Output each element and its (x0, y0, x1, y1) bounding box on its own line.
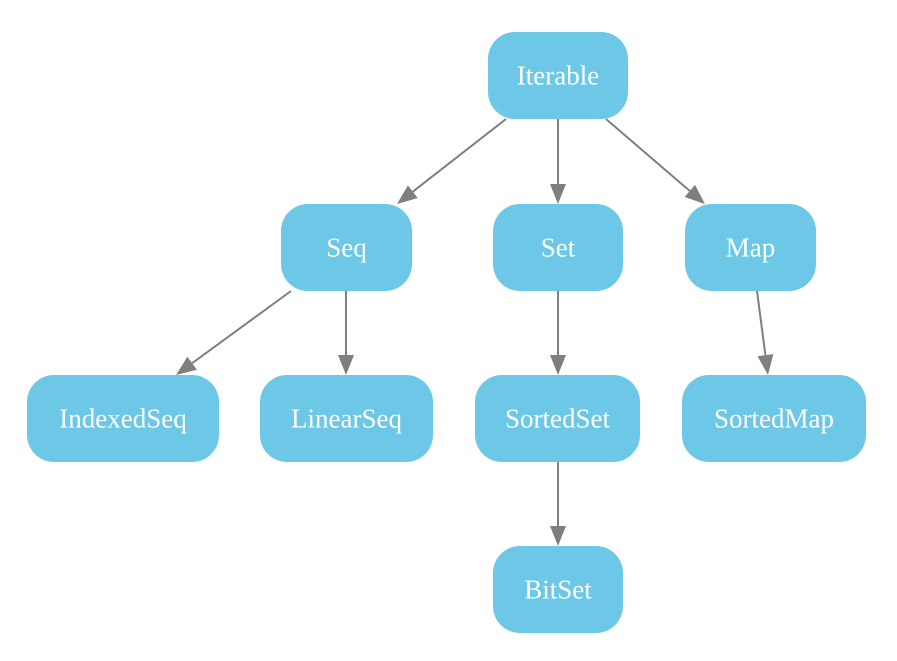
edge-set-to-sortedset (550, 291, 566, 375)
edge-seq-to-indexedseq (176, 290, 292, 375)
arrowhead-icon (338, 355, 354, 375)
edge-line (756, 290, 767, 356)
node-box (493, 546, 623, 633)
edge-iterable-to-map (605, 118, 705, 204)
node-label: LinearSeq (291, 404, 402, 434)
edge-line (412, 118, 507, 193)
arrowhead-icon (176, 356, 197, 375)
node-box (493, 204, 623, 291)
edge-line (605, 118, 691, 192)
node-box (682, 375, 866, 462)
edge-map-to-sortedmap (756, 290, 774, 375)
node-label: Map (726, 233, 776, 263)
node-label: Set (541, 233, 576, 263)
arrowhead-icon (397, 185, 418, 204)
arrowhead-icon (684, 184, 705, 204)
edge-sortedset-to-bitset (550, 462, 566, 546)
node-box (260, 375, 433, 462)
node-label: SortedSet (505, 404, 610, 434)
arrowhead-icon (550, 355, 566, 375)
edge-iterable-to-seq (397, 118, 507, 204)
arrowhead-icon (757, 354, 774, 375)
node-box (281, 204, 412, 291)
arrowhead-icon (550, 526, 566, 546)
node-box (27, 375, 219, 462)
node-set: Set (493, 204, 623, 291)
edge-iterable-to-set (550, 119, 566, 204)
node-seq: Seq (281, 204, 412, 291)
node-map: Map (685, 204, 816, 291)
node-label: SortedMap (714, 404, 834, 434)
node-indexedseq: IndexedSeq (27, 375, 219, 462)
node-bitset: BitSet (493, 546, 623, 633)
arrowhead-icon (550, 184, 566, 204)
node-sortedmap: SortedMap (682, 375, 866, 462)
node-sortedset: SortedSet (475, 375, 640, 462)
edges-layer (176, 118, 774, 546)
node-iterable: Iterable (488, 32, 628, 119)
edge-line (191, 290, 292, 365)
node-label: BitSet (524, 575, 592, 605)
node-box (475, 375, 640, 462)
edge-seq-to-linearseq (338, 291, 354, 375)
node-label: IndexedSeq (59, 404, 187, 434)
node-linearseq: LinearSeq (260, 375, 433, 462)
node-label: Seq (326, 233, 367, 263)
node-box (685, 204, 816, 291)
node-box (488, 32, 628, 119)
node-label: Iterable (517, 61, 599, 91)
